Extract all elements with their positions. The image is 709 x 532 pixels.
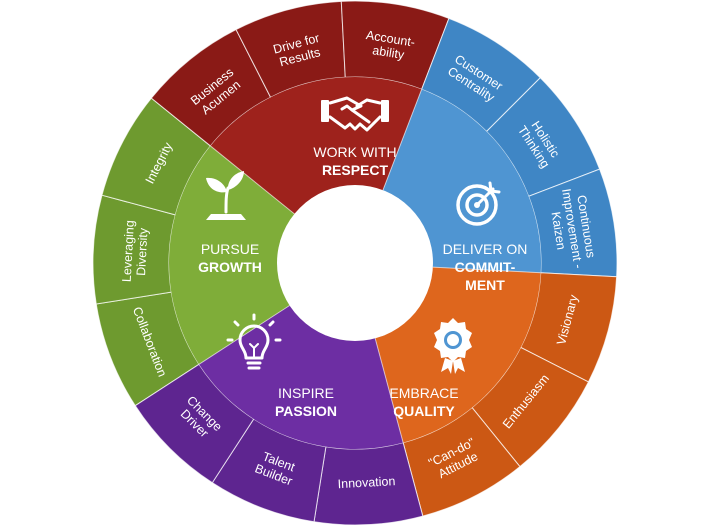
segment-growth: PURSUE GROWTH — [198, 241, 262, 275]
target-icon — [456, 181, 501, 226]
segment-passion-title: INSPIRE — [278, 385, 334, 401]
segment-quality-subtitle: QUALITY — [393, 403, 455, 419]
segment-respect-subtitle: RESPECT — [322, 162, 389, 178]
outer-label-line: Diversity — [134, 227, 151, 276]
wedge-separator — [382, 89, 423, 191]
segment-quality-title: EMBRACE — [389, 385, 458, 401]
segment-passion-subtitle: PASSION — [275, 403, 337, 419]
segment-passion: INSPIRE PASSION — [275, 385, 337, 419]
outer-label-line: Kaizen — [549, 211, 569, 251]
sprout-icon — [206, 171, 246, 220]
outer-label-growth-1: Innovation — [337, 474, 395, 491]
segment-respect: WORK WITH RESPECT — [313, 144, 396, 178]
outer-label-respect-2: LeveragingDiversity — [120, 220, 151, 283]
wedge-separator — [210, 145, 295, 215]
segment-commitment-subtitle-2: MENT — [465, 277, 505, 293]
award-ribbon-icon — [434, 318, 472, 374]
segment-commitment-title: DELIVER ON — [443, 241, 528, 257]
segment-growth-subtitle: GROWTH — [198, 259, 262, 275]
wedge-separator — [374, 338, 404, 443]
outer-label-commitment-3: Account-ability — [363, 28, 416, 63]
outer-label-line: ability — [371, 43, 405, 62]
segment-quality: EMBRACE QUALITY — [389, 385, 458, 419]
segment-commitment: DELIVER ON COMMIT- MENT — [443, 241, 528, 293]
outer-label-line: Innovation — [337, 474, 395, 491]
segment-commitment-subtitle: COMMIT- — [455, 259, 516, 275]
wedge-separator — [198, 305, 290, 365]
center-hole — [277, 185, 433, 341]
lightbulb-icon — [226, 313, 282, 370]
wedge-separator — [432, 266, 541, 274]
outer-label-line: Leveraging — [120, 220, 137, 283]
segment-respect-title: WORK WITH — [313, 144, 396, 160]
inner-wedge-respect — [169, 145, 296, 365]
segment-growth-title: PURSUE — [201, 241, 259, 257]
handshake-icon — [321, 96, 389, 132]
inner-wedge-commitment — [210, 77, 422, 216]
outer-ring — [92, 0, 618, 526]
